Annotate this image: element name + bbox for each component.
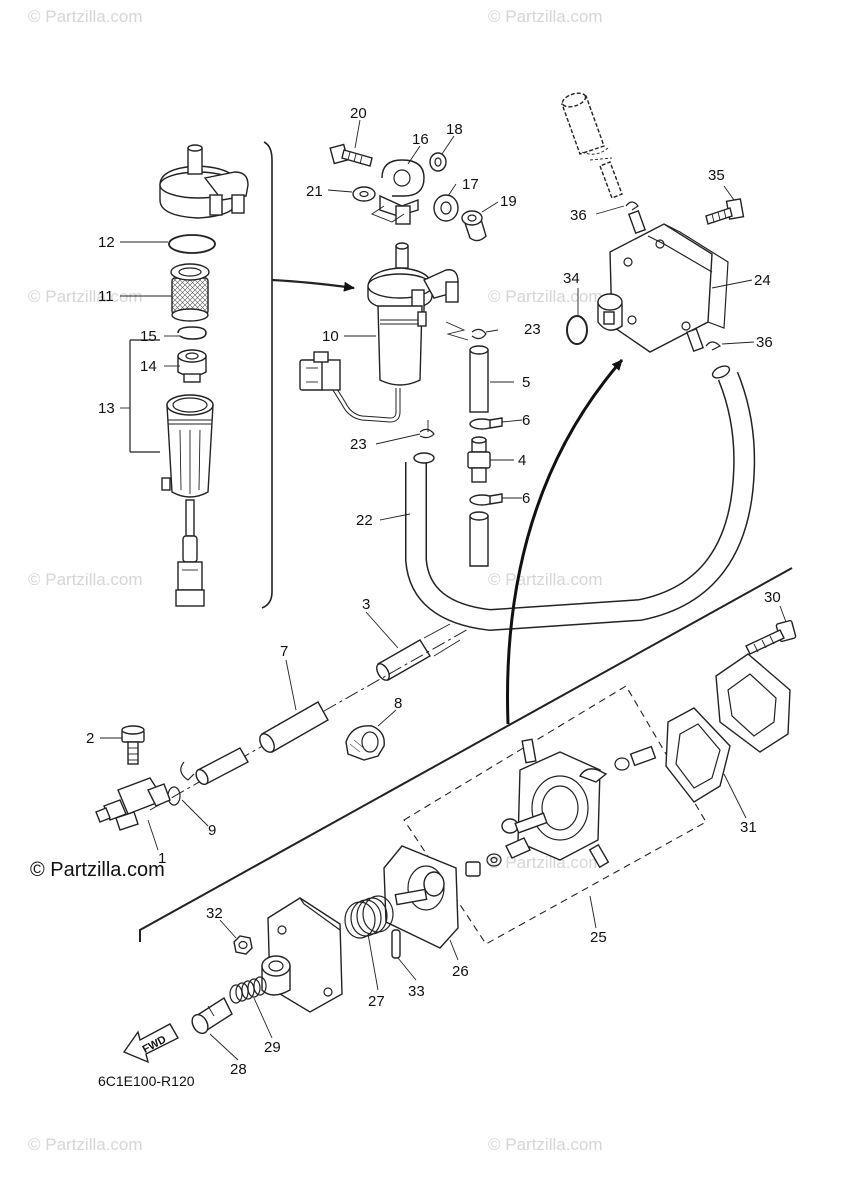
callout-32: 32 — [206, 905, 223, 922]
fuel-line-parts — [95, 623, 471, 831]
pointer-arrow-pump — [506, 359, 624, 725]
callout-27: 27 — [368, 993, 385, 1010]
callout-36: 36 — [570, 207, 587, 224]
fuel-filter-assembly — [299, 242, 459, 423]
callout-5: 5 — [522, 374, 530, 391]
watermark-text: © Partzilla.com — [488, 853, 603, 872]
callout-9: 9 — [208, 822, 216, 839]
watermark-text: © Partzilla.com — [488, 1135, 603, 1154]
callout-8: 8 — [394, 695, 402, 712]
callout-12: 12 — [98, 234, 115, 251]
callout-19: 19 — [500, 193, 517, 210]
callout-26: 26 — [452, 963, 469, 980]
callout-4: 4 — [518, 452, 526, 469]
callout-21: 21 — [306, 183, 323, 200]
callout-23: 23 — [524, 321, 541, 338]
callout-17: 17 — [462, 176, 479, 193]
watermark-text: © Partzilla.com — [28, 1135, 143, 1154]
callout-3: 3 — [362, 596, 370, 613]
callout-28: 28 — [230, 1061, 247, 1078]
leader-lines — [100, 119, 787, 1061]
callout-34: 34 — [563, 270, 580, 287]
callout-30: 30 — [764, 589, 781, 606]
callout-31: 31 — [740, 819, 757, 836]
watermark-text: © Partzilla.com — [28, 570, 143, 589]
callout-6b: 6 — [522, 490, 530, 507]
callout-11: 11 — [98, 288, 114, 305]
callouts: 12 11 15 14 13 20 16 18 21 17 19 10 23 5… — [86, 105, 781, 1078]
separator-line — [139, 567, 793, 942]
callout-7: 7 — [280, 643, 288, 660]
watermark-text: © Partzilla.com — [488, 287, 603, 306]
pointer-arrow — [271, 278, 355, 292]
diagram-code: 6C1E100-R120 — [98, 1073, 195, 1089]
callout-25: 25 — [590, 929, 607, 946]
watermarks: © Partzilla.com © Partzilla.com © Partzi… — [28, 7, 603, 1154]
joint-stack — [419, 321, 503, 567]
fuel-pump — [561, 92, 745, 353]
callout-20: 20 — [350, 105, 367, 122]
callout-24: 24 — [754, 272, 771, 289]
copyright-text: © Partzilla.com — [30, 859, 165, 881]
group-bracket — [261, 141, 273, 609]
watermark-text: © Partzilla.com — [28, 287, 143, 306]
callout-14: 14 — [140, 358, 157, 375]
callout-2: 2 — [86, 730, 94, 747]
callout-22: 22 — [356, 512, 373, 529]
fuel-filter-exploded — [129, 144, 249, 607]
callout-36b: 36 — [756, 334, 773, 351]
fuel-hose — [405, 365, 756, 632]
callout-16: 16 — [412, 131, 429, 148]
callout-35: 35 — [708, 167, 725, 184]
callout-10: 10 — [322, 328, 339, 345]
bracket-hardware — [329, 143, 487, 242]
callout-33: 33 — [408, 983, 425, 1000]
pump-internals — [122, 619, 797, 1064]
callout-1: 1 — [158, 850, 166, 867]
callout-23b: 23 — [350, 436, 367, 453]
callout-13: 13 — [98, 400, 115, 417]
callout-18: 18 — [446, 121, 463, 138]
callout-29: 29 — [264, 1039, 281, 1056]
callout-15: 15 — [140, 328, 157, 345]
watermark-text: © Partzilla.com — [488, 570, 603, 589]
callout-6: 6 — [522, 412, 530, 429]
watermark-text: © Partzilla.com — [488, 7, 603, 26]
watermark-text: © Partzilla.com — [28, 7, 143, 26]
